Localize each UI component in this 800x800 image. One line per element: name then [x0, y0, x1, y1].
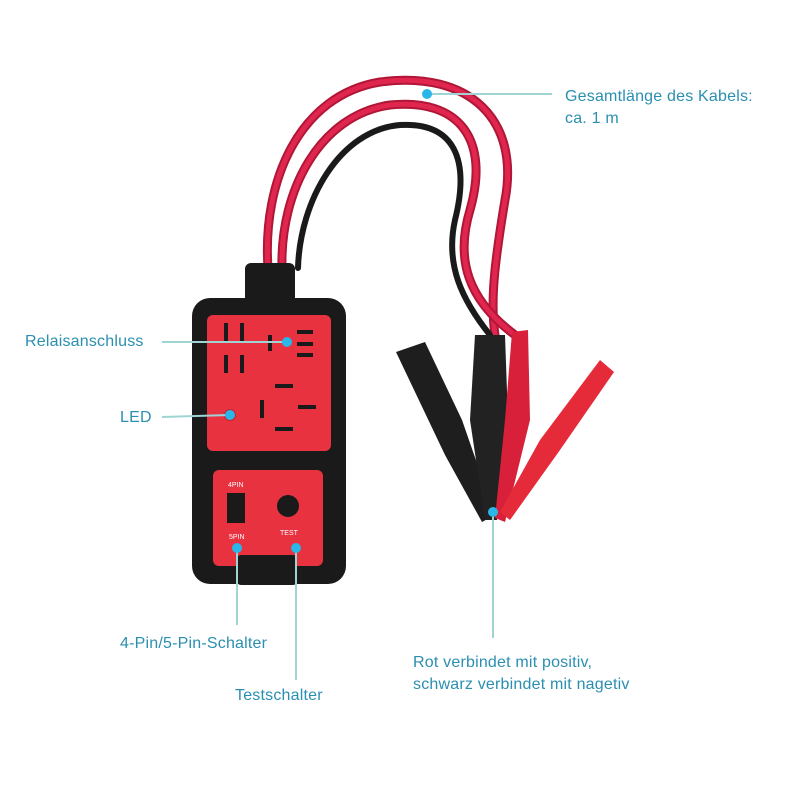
test-button-label: TEST [280, 530, 299, 537]
switch-top-label: 4PIN [228, 482, 244, 489]
black-clamp [396, 335, 508, 522]
clamps-label: Rot verbindet mit positiv, schwarz verbi… [413, 652, 630, 696]
clamps-line1: Rot verbindet mit positiv, [413, 654, 593, 671]
callout-lines [161, 93, 552, 680]
test-switch-label: Testschalter [235, 687, 323, 704]
cable-length-line1: Gesamtlänge des Kabels: [565, 88, 753, 105]
cable-length-line2: ca. 1 m [565, 110, 619, 127]
pin-switch-label: 4-Pin/5-Pin-Schalter [120, 635, 268, 652]
relay-tester-device: 4PIN 5PIN TEST [192, 263, 346, 585]
led-label: LED [120, 409, 152, 426]
cable-length-label: Gesamtlänge des Kabels: ca. 1 m [565, 86, 753, 130]
cable [262, 75, 520, 340]
callout-dots [225, 89, 498, 553]
relay-socket-label: Relaisanschluss [25, 333, 144, 350]
test-button [277, 495, 299, 517]
switch-bottom-label: 5PIN [229, 534, 245, 541]
clamps-line2: schwarz verbindet mit nagetiv [413, 676, 630, 693]
pin-switch [227, 493, 245, 523]
red-clamp [495, 330, 614, 522]
